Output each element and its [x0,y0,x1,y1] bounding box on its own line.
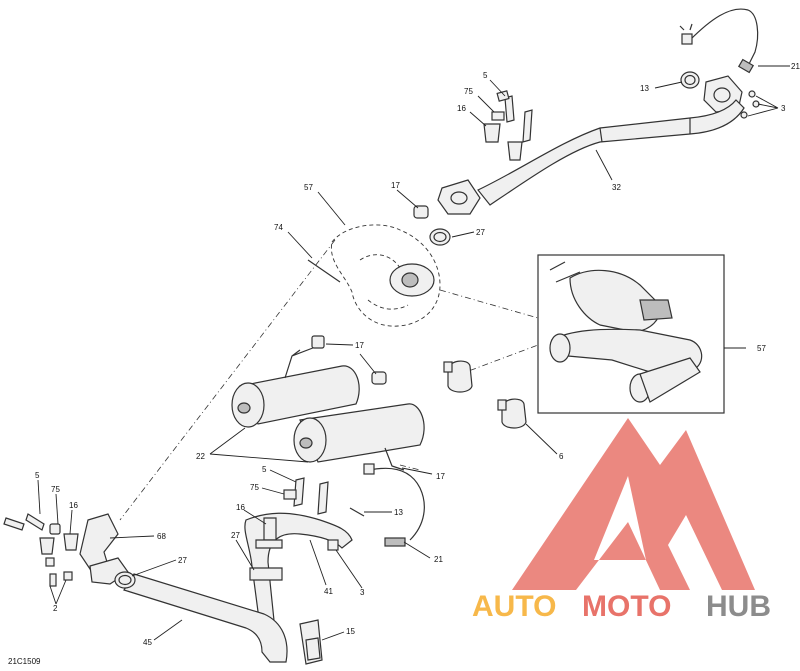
callout-16-top: 16 [457,104,466,113]
watermark-text-moto: MOTO [582,590,671,623]
callout-41: 41 [324,587,333,596]
callout-5-top: 5 [483,71,488,80]
callout-3-top: 3 [781,104,786,113]
mounting-bracket [299,619,323,665]
watermark-triangle-icon [512,418,755,590]
callout-75-top: 75 [464,87,473,96]
inset-heat-shield-detail [537,254,725,414]
callout-17-bot: 17 [436,472,445,481]
oxygen-sensor-top [679,8,759,74]
callout-27-center: 27 [231,531,240,540]
callout-57-inset: 57 [757,344,766,353]
callout-21-bot: 21 [434,555,443,564]
watermark-text-hub: HUB [706,590,771,623]
callout-68: 68 [157,532,166,541]
callout-17-muff: 17 [355,341,364,350]
watermark-text-auto: AUTO [472,590,556,623]
callout-75-center: 75 [250,483,259,492]
bolt-set-left [3,513,79,587]
diagram-code: 21C1509 [8,657,41,666]
clamp-upper [443,360,473,393]
callout-13-bot: 13 [394,508,403,517]
callout-3-bot: 3 [360,588,365,597]
gasket-strip-74 [307,259,341,283]
header-pipe-rear [79,512,353,663]
callout-labels: 21 13 3 5 75 16 32 57 17 27 74 57 17 22 … [8,62,800,666]
bolt-set-center [249,477,339,581]
callout-32: 32 [612,183,621,192]
callout-5-center: 5 [262,465,267,474]
callout-2: 2 [53,604,58,613]
bolt-set-top [483,90,533,161]
header-pipe-front [437,99,745,215]
gasket-strip-13 [349,507,365,517]
callout-22: 22 [196,452,205,461]
gasket-ring-mid [429,228,451,246]
callout-6: 6 [559,452,564,461]
callout-75-left: 75 [51,485,60,494]
spacer-mid [413,205,429,219]
oxygen-sensor-bottom [363,463,425,547]
callout-15: 15 [346,627,355,636]
heat-shield-dashed [330,224,441,327]
gasket-ring-top [680,71,700,89]
callout-57-left: 57 [304,183,313,192]
callout-17-mid: 17 [391,181,400,190]
grommet-17-muff [371,371,387,385]
callout-21-top: 21 [791,62,800,71]
muffler-upper [231,335,360,428]
callout-27-left: 27 [178,556,187,565]
leader-lines [37,65,790,641]
watermark-logo: AUTO MOTO HUB [472,418,771,623]
callout-13-top: 13 [640,84,649,93]
callout-74: 74 [274,223,283,232]
callout-27-mid: 27 [476,228,485,237]
muffler-lower [293,403,425,471]
callout-16-left: 16 [69,501,78,510]
callout-16-center: 16 [236,503,245,512]
callout-45: 45 [143,638,152,647]
callout-5-left: 5 [35,471,40,480]
clamp-lower [497,398,527,429]
